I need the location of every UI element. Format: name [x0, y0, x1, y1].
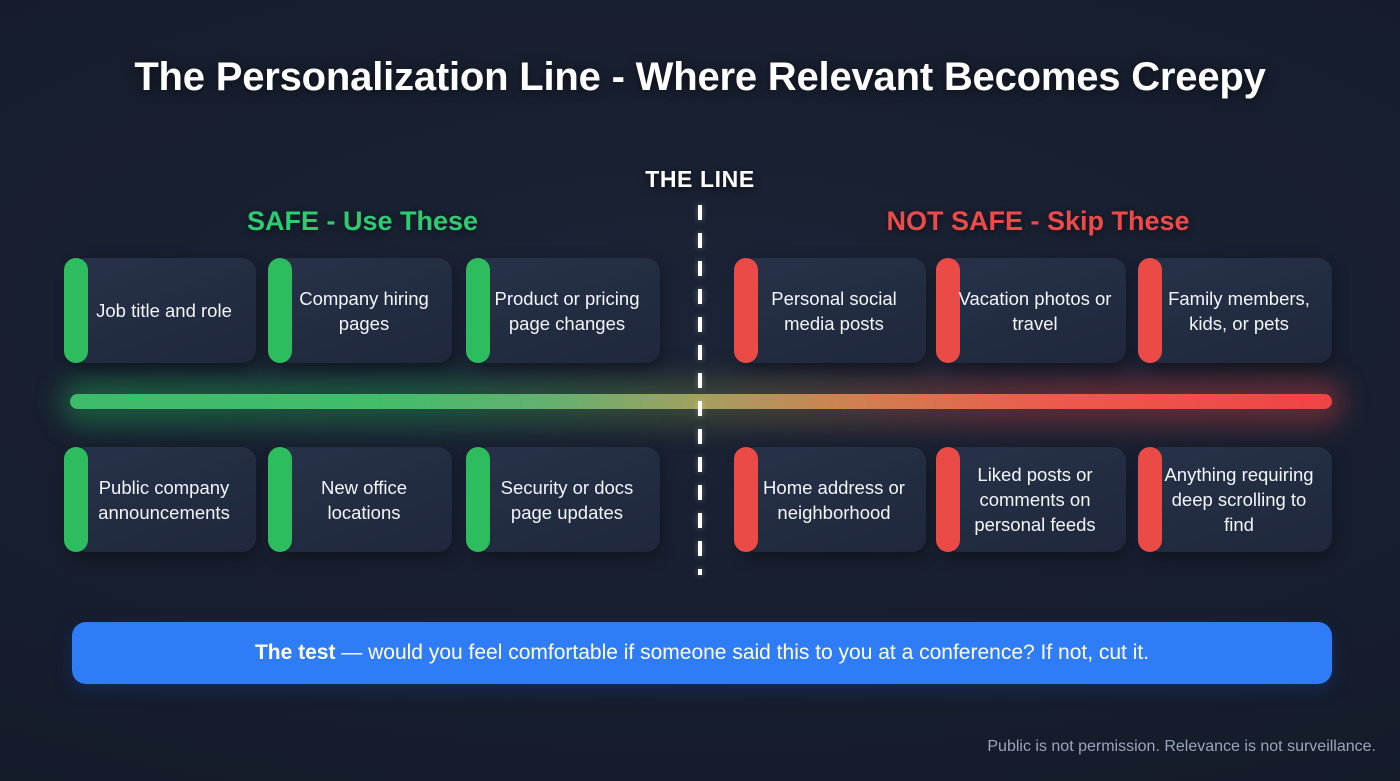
- unsafe-card[interactable]: Home address or neighborhood: [734, 447, 926, 552]
- the-line-divider: [698, 205, 702, 575]
- unsafe-accent-bar: [1138, 447, 1162, 552]
- safe-card[interactable]: Public company announcements: [64, 447, 256, 552]
- page-title: The Personalization Line - Where Relevan…: [134, 55, 1266, 99]
- test-banner: The test — would you feel comfortable if…: [72, 622, 1332, 684]
- card-label: Home address or neighborhood: [763, 476, 905, 523]
- unsafe-accent-bar: [936, 447, 960, 552]
- card-label: Product or pricing page changes: [494, 287, 640, 334]
- safe-card[interactable]: Product or pricing page changes: [466, 258, 660, 363]
- card-label: Job title and role: [96, 300, 232, 321]
- card-label: Family members, kids, or pets: [1168, 287, 1310, 334]
- card-label: Security or docs page updates: [500, 476, 634, 523]
- card-label: Personal social media posts: [771, 287, 897, 334]
- footer-note: Public is not permission. Relevance is n…: [987, 738, 1376, 755]
- unsafe-column-header: NOT SAFE - Skip These: [886, 206, 1190, 236]
- safe-accent-bar: [64, 258, 88, 363]
- unsafe-card[interactable]: Anything requiring deep scrolling to fin…: [1138, 447, 1332, 552]
- safe-card[interactable]: Security or docs page updates: [466, 447, 660, 552]
- card-label: Vacation photos or travel: [958, 287, 1112, 334]
- unsafe-accent-bar: [734, 258, 758, 363]
- safe-card[interactable]: Job title and role: [64, 258, 256, 363]
- safe-accent-bar: [64, 447, 88, 552]
- unsafe-card[interactable]: Liked posts or comments on personal feed…: [936, 447, 1126, 552]
- card-label: Company hiring pages: [299, 287, 429, 334]
- card-label: New office locations: [320, 476, 408, 523]
- test-banner-lead: The test: [254, 641, 336, 664]
- card-label: Public company announcements: [98, 476, 230, 523]
- safe-accent-bar: [268, 258, 292, 363]
- safe-column-header: SAFE - Use These: [246, 206, 479, 236]
- safe-card[interactable]: Company hiring pages: [268, 258, 452, 363]
- unsafe-accent-bar: [1138, 258, 1162, 363]
- card-label: Anything requiring deep scrolling to fin…: [1164, 464, 1314, 535]
- card-label: Liked posts or comments on personal feed…: [974, 464, 1096, 535]
- safe-accent-bar: [268, 447, 292, 552]
- unsafe-accent-bar: [734, 447, 758, 552]
- unsafe-card[interactable]: Family members, kids, or pets: [1138, 258, 1332, 363]
- unsafe-card[interactable]: Personal social media posts: [734, 258, 926, 363]
- unsafe-card[interactable]: Vacation photos or travel: [936, 258, 1126, 363]
- the-line-label: THE LINE: [645, 166, 755, 192]
- safe-card[interactable]: New office locations: [268, 447, 452, 552]
- test-banner-rest: — would you feel comfortable if someone …: [335, 641, 1150, 664]
- safe-accent-bar: [466, 447, 490, 552]
- test-banner-text: The test — would you feel comfortable if…: [255, 641, 1149, 665]
- safe-accent-bar: [466, 258, 490, 363]
- unsafe-accent-bar: [936, 258, 960, 363]
